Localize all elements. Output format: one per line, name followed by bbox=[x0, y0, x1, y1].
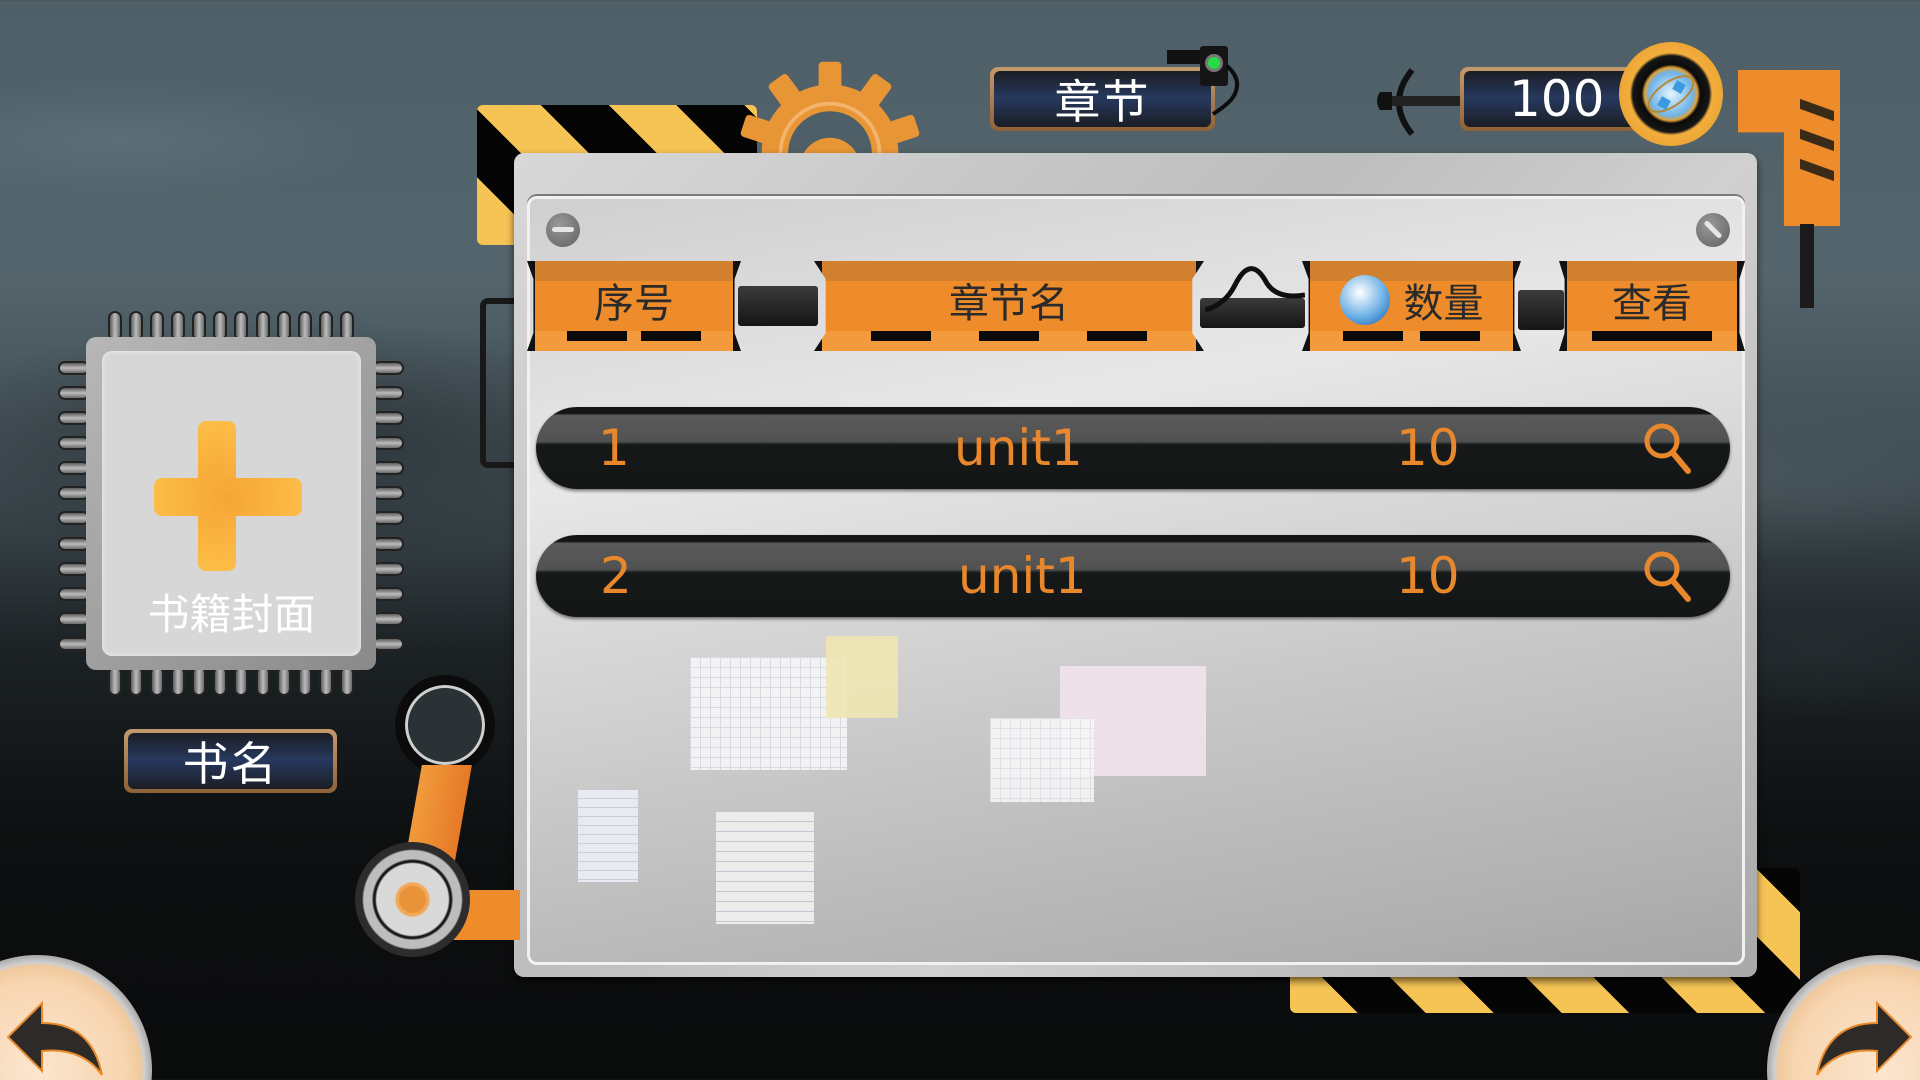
cable-left bbox=[480, 298, 516, 468]
book-name-plate[interactable]: 书名 bbox=[124, 729, 337, 793]
row-index: 1 bbox=[598, 419, 630, 477]
screw-icon bbox=[1696, 213, 1730, 247]
table-row[interactable]: 2 unit1 10 bbox=[536, 535, 1730, 617]
coin-count: 100 bbox=[1509, 70, 1605, 128]
book-name-label: 书名 bbox=[182, 737, 279, 791]
back-arrow-icon bbox=[6, 1000, 103, 1076]
search-icon[interactable] bbox=[1642, 421, 1696, 477]
paper-note-decoration bbox=[578, 790, 638, 882]
paper-note-decoration bbox=[716, 812, 814, 924]
header-connector bbox=[1518, 290, 1564, 330]
row-chapter-name: unit1 bbox=[958, 547, 1087, 605]
row-index: 2 bbox=[600, 547, 632, 605]
paper-note-decoration bbox=[690, 657, 847, 770]
cable-right bbox=[1800, 224, 1814, 308]
robot-arm-joint-bottom bbox=[355, 842, 470, 957]
cable-loop-icon bbox=[1205, 266, 1305, 313]
book-cover-label: 书籍封面 bbox=[147, 590, 316, 639]
coin-counter-plate: 100 bbox=[1460, 67, 1650, 131]
column-header-chapter-name: 章节名 bbox=[814, 261, 1204, 351]
forward-arrow-icon bbox=[1816, 1000, 1913, 1076]
globe-badge-icon[interactable] bbox=[1619, 42, 1723, 146]
row-count: 10 bbox=[1396, 419, 1460, 477]
row-count: 10 bbox=[1396, 547, 1460, 605]
column-header-count: 数量 bbox=[1302, 261, 1521, 351]
search-icon[interactable] bbox=[1642, 549, 1696, 605]
chapter-title: 章节 bbox=[1054, 75, 1151, 129]
screw-icon bbox=[546, 213, 580, 247]
book-cover-upload[interactable]: 书籍封面 bbox=[58, 311, 404, 696]
paper-note-decoration bbox=[990, 718, 1094, 802]
column-header-index: 序号 bbox=[527, 261, 741, 351]
robot-arm-joint-top bbox=[395, 675, 495, 775]
header-connector bbox=[738, 286, 818, 326]
row-chapter-name: unit1 bbox=[954, 419, 1083, 477]
chapter-title-plate: 章节 bbox=[990, 67, 1215, 131]
column-header-view: 查看 bbox=[1559, 261, 1745, 351]
paper-note-decoration bbox=[826, 636, 898, 718]
status-light-icon bbox=[1167, 46, 1239, 116]
crossbow-decoration-icon bbox=[1377, 68, 1467, 136]
globe-badge-icon bbox=[1339, 275, 1390, 325]
table-row[interactable]: 1 unit1 10 bbox=[536, 407, 1730, 489]
